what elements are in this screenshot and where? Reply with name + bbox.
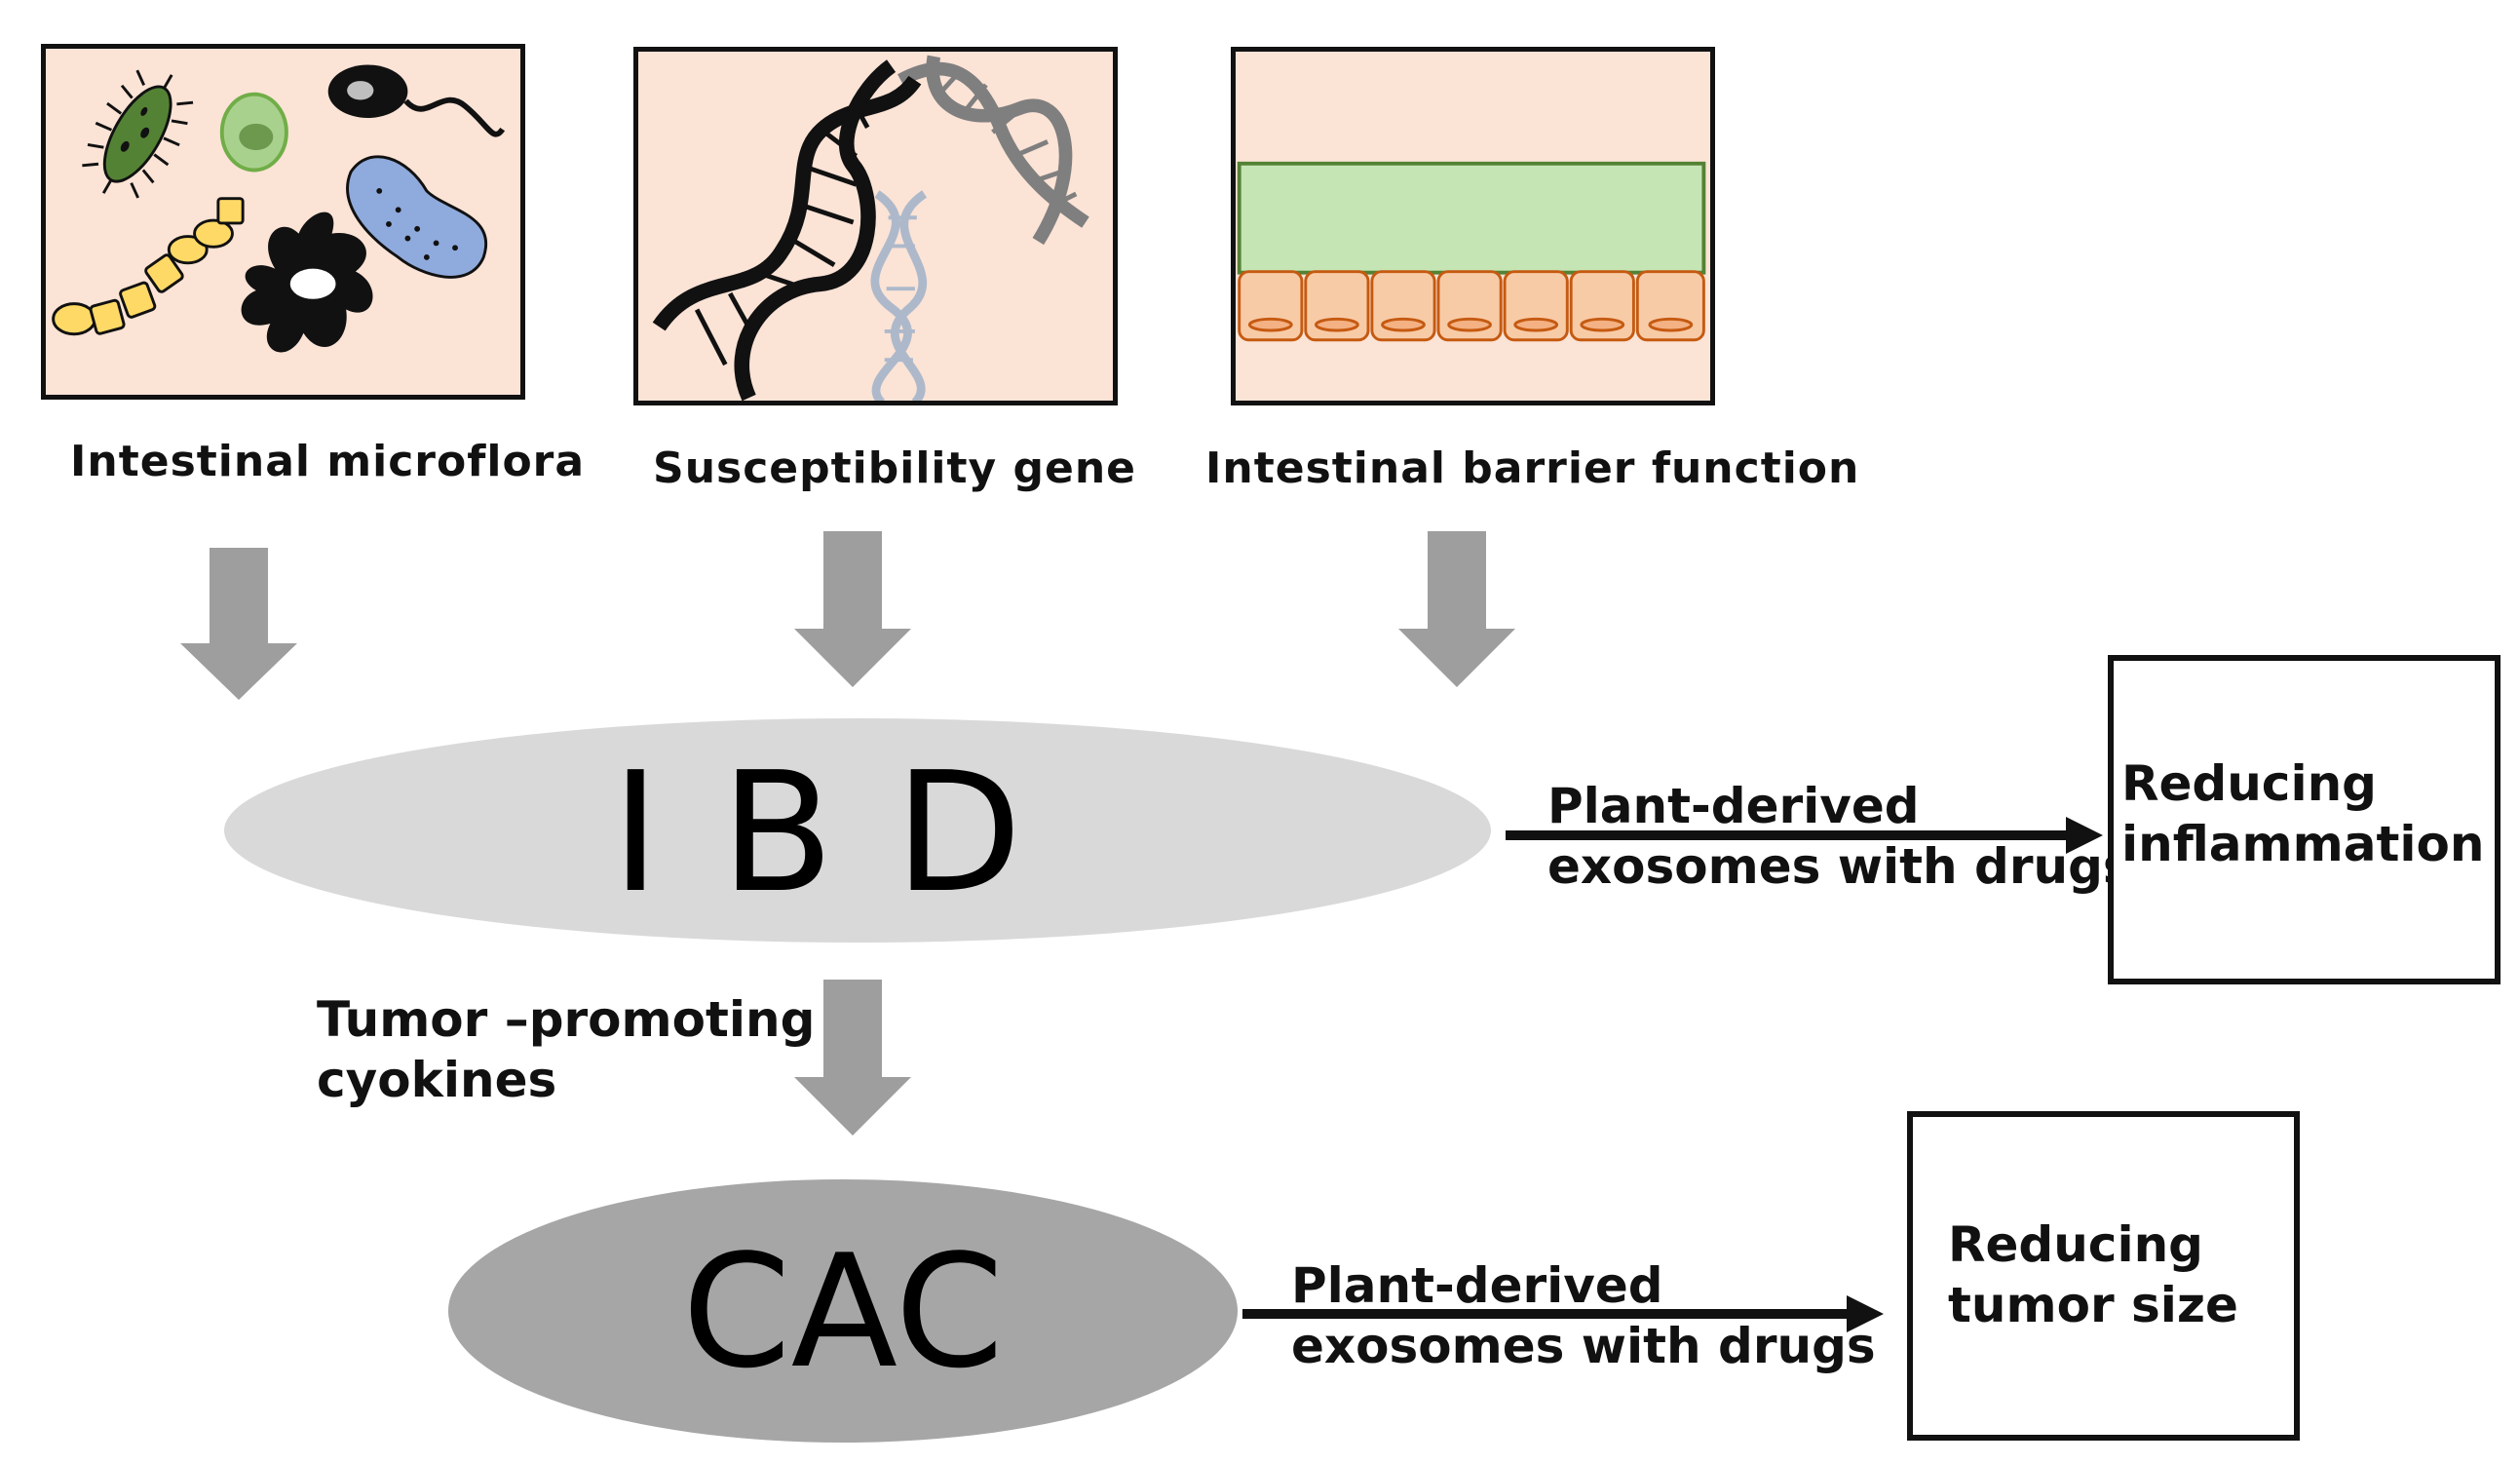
epithelial-cell-row <box>1238 270 1705 342</box>
factor-label-barrier: Intestinal barrier function <box>1205 443 1860 493</box>
dna-illustration <box>652 55 1089 401</box>
arrow-cac-to-outcome-head <box>1847 1295 1884 1332</box>
outcome-inflammation-line1: Reducing <box>2121 755 2377 812</box>
spiky-bacterium-icon <box>82 69 194 199</box>
dna-light-icon <box>870 190 928 401</box>
microflora-illustration <box>52 64 506 353</box>
dna-black-icon <box>652 59 922 401</box>
outcome-inflammation-box: Reducing inflammation <box>2108 655 2501 984</box>
arrow-ibd-to-outcome-head <box>2066 817 2103 854</box>
cac-treatment-line1: Plant-derived <box>1291 1257 1663 1314</box>
factor-label-gene: Susceptibility gene <box>653 443 1137 493</box>
cac-treatment-label: Plant-derived exosomes with drugs <box>1291 1255 1876 1376</box>
tumor-promoting-line1: Tumor –promoting <box>317 991 816 1048</box>
ibd-treatment-line2: exosomes with drugs <box>1547 838 2132 895</box>
microflora-panel <box>41 44 525 400</box>
dna-gray-icon <box>897 55 1089 246</box>
flagellated-bacterium-icon <box>327 64 506 137</box>
down-arrow-barrier <box>1398 531 1515 687</box>
outcome-inflammation-line2: inflammation <box>2121 816 2485 872</box>
ibd-ellipse <box>224 718 1491 943</box>
bean-bacterium-icon <box>346 155 487 279</box>
cac-label: CAC <box>681 1219 1005 1403</box>
tumor-promoting-label: Tumor –promoting cyokines <box>317 989 815 1110</box>
cac-treatment-line2: exosomes with drugs <box>1291 1318 1876 1374</box>
amoeba-icon <box>241 212 373 353</box>
down-arrow-ibd-to-cac <box>794 980 911 1136</box>
barrier-panel <box>1231 47 1715 405</box>
outcome-tumor-box: Reducing tumor size <box>1907 1111 2300 1441</box>
outcome-tumor-line1: Reducing <box>1948 1216 2203 1273</box>
down-arrow-gene <box>794 531 911 687</box>
chain-bacteria-icon <box>52 197 245 336</box>
cac-ellipse <box>448 1179 1238 1443</box>
tumor-promoting-line2: cyokines <box>317 1052 557 1108</box>
ibd-treatment-line1: Plant-derived <box>1547 778 1920 834</box>
mucus-layer <box>1237 161 1706 275</box>
outcome-tumor-line2: tumor size <box>1948 1277 2238 1333</box>
down-arrow-microflora <box>180 548 297 700</box>
ibd-label: I B D <box>611 737 1026 930</box>
factor-label-microflora: Intestinal microflora <box>70 437 586 486</box>
oval-cell-icon <box>219 92 288 173</box>
ibd-treatment-label: Plant-derived exosomes with drugs <box>1547 776 2132 897</box>
barrier-illustration <box>1237 161 1706 342</box>
gene-panel <box>633 47 1118 405</box>
